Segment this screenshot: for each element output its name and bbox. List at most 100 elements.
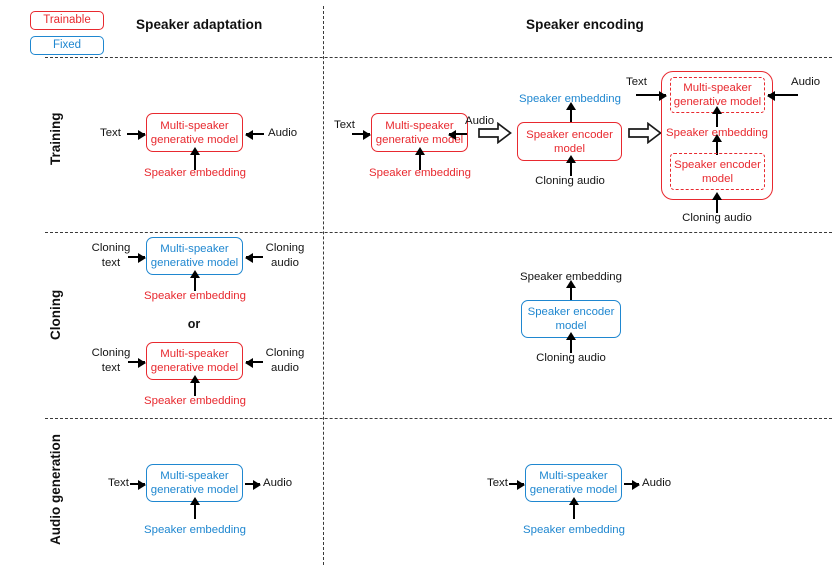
arrow-cloning-audio-to-model-adapt-cloning-a	[245, 253, 263, 264]
arrow-encoder-to-embedding-enc-training-s2	[566, 102, 577, 123]
label-line-2: text	[101, 361, 121, 374]
label-speaker-embedding-enc-cloning: Speaker embedding	[520, 271, 622, 283]
row-title-cloning: Cloning	[48, 289, 63, 340]
box-line-1: Multi-speaker	[160, 119, 229, 132]
arrow-embedding-to-model-adapt-cloning-b	[190, 375, 201, 396]
box-line-2: generative model	[150, 484, 239, 496]
block-arrow-stage1-to-stage2	[478, 122, 512, 144]
box-line-1: Speaker encoder	[674, 158, 761, 171]
box-line-2: generative model	[529, 484, 618, 496]
box-multi-speaker-generative-model-adapt-training[interactable]: Multi-speaker generative model	[146, 113, 243, 152]
label-line-2: text	[101, 256, 121, 269]
arrow-text-to-combined-enc-training-s3	[636, 91, 667, 102]
box-line-1: Speaker encoder	[526, 128, 613, 141]
box-multi-speaker-generative-model-enc-training-s1[interactable]: Multi-speaker generative model	[371, 113, 468, 152]
divider-training-cloning	[45, 232, 832, 233]
label-audio-enc-training-s1: Audio	[465, 115, 495, 127]
row-title-training: Training	[48, 112, 63, 165]
arrow-embedding-to-model-enc-training-s1	[415, 147, 426, 170]
box-line-2: generative model	[150, 362, 239, 374]
arrow-embedding-to-generative-enc-training-s3	[712, 106, 723, 127]
label-cloning-text-adapt-cloning-a: Cloning text	[92, 241, 131, 270]
label-text-enc-training-s3: Text	[626, 76, 647, 88]
box-speaker-encoder-model-enc-training-s3[interactable]: Speaker encoder model	[670, 153, 765, 190]
label-cloning-audio-enc-training-s3: Cloning audio	[682, 212, 752, 224]
label-speaker-embedding-adapt-cloning-a: Speaker embedding	[144, 290, 246, 302]
label-speaker-embedding-adapt-training: Speaker embedding	[144, 167, 246, 179]
arrow-audio-to-model-enc-training-s1	[448, 130, 467, 141]
box-line-1: Multi-speaker	[160, 243, 229, 255]
column-title-speaker-adaptation: Speaker adaptation	[136, 17, 263, 32]
label-cloning-audio-adapt-cloning-a: Cloning audio	[266, 241, 305, 270]
block-arrow-stage2-to-stage3	[628, 122, 662, 144]
arrow-cloning-audio-to-model-adapt-cloning-b	[245, 358, 263, 369]
label-text-enc-generation: Text	[487, 477, 508, 489]
box-multi-speaker-generative-model-adapt-generation[interactable]: Multi-speaker generative model	[146, 464, 243, 502]
arrow-audio-to-combined-enc-training-s3	[767, 91, 798, 102]
arrow-embedding-to-model-adapt-generation	[190, 497, 201, 519]
label-audio-enc-generation: Audio	[642, 477, 672, 489]
label-cloning-audio-enc-cloning: Cloning audio	[536, 352, 606, 364]
label-speaker-embedding-enc-training-s3: Speaker embedding	[666, 127, 768, 139]
label-line-1: Cloning	[265, 347, 305, 359]
label-or-separator: or	[187, 317, 201, 331]
box-multi-speaker-generative-model-adapt-cloning-b[interactable]: Multi-speaker generative model	[146, 342, 243, 380]
box-line-2: generative model	[375, 133, 464, 146]
box-line-2: model	[701, 172, 733, 185]
arrow-cloning-audio-to-combined-enc-training-s3	[712, 192, 723, 213]
label-line-2: audio	[271, 361, 299, 374]
label-audio-enc-training-s3: Audio	[791, 76, 821, 88]
divider-columns	[323, 6, 324, 565]
box-line-1: Multi-speaker	[160, 348, 229, 360]
label-speaker-embedding-adapt-generation: Speaker embedding	[144, 524, 246, 536]
label-line-1: Cloning	[91, 242, 131, 254]
label-speaker-embedding-enc-generation: Speaker embedding	[523, 524, 625, 536]
label-cloning-audio-enc-training-s2: Cloning audio	[535, 175, 605, 187]
column-title-speaker-encoding: Speaker encoding	[526, 17, 644, 32]
arrow-cloning-audio-to-encoder-enc-training-s2	[566, 155, 577, 176]
label-cloning-text-adapt-cloning-b: Cloning text	[92, 346, 131, 375]
box-line-1: Multi-speaker	[539, 470, 608, 482]
legend-trainable: Trainable	[30, 11, 104, 30]
arrow-model-to-audio-adapt-generation	[245, 480, 261, 491]
label-audio-adapt-generation: Audio	[263, 477, 293, 489]
arrow-embedding-to-model-adapt-training	[190, 147, 201, 170]
box-multi-speaker-generative-model-enc-training-s3[interactable]: Multi-speaker generative model	[670, 77, 765, 113]
box-multi-speaker-generative-model-enc-generation[interactable]: Multi-speaker generative model	[525, 464, 622, 502]
arrow-embedding-to-model-adapt-cloning-a	[190, 270, 201, 291]
arrow-embedding-to-model-enc-generation	[569, 497, 580, 519]
box-line-2: model	[553, 142, 585, 155]
arrow-cloning-text-to-model-adapt-cloning-b	[128, 358, 146, 369]
row-title-audio-generation: Audio generation	[48, 434, 63, 545]
label-text-adapt-training: Text	[100, 127, 121, 139]
arrow-encoder-to-embedding-enc-cloning	[566, 280, 577, 301]
label-speaker-embedding-enc-training-s1-text: Speaker embedding	[369, 167, 471, 179]
label-text-enc-training-s1: Text	[334, 119, 355, 131]
arrow-model-to-audio-enc-generation	[624, 480, 640, 491]
label-line-1: Cloning	[265, 242, 305, 254]
divider-header	[45, 57, 832, 58]
arrow-cloning-audio-to-encoder-enc-cloning	[566, 332, 577, 353]
box-line-2: generative model	[150, 133, 239, 146]
arrow-text-to-model-enc-generation	[509, 480, 525, 491]
box-line-1: Multi-speaker	[160, 470, 229, 482]
box-speaker-encoder-model-enc-cloning[interactable]: Speaker encoder model	[521, 300, 621, 338]
box-line-2: generative model	[150, 257, 239, 269]
box-line-1: Multi-speaker	[385, 119, 454, 132]
label-line-2: audio	[271, 256, 299, 269]
arrow-encoder-to-embedding-enc-training-s3	[712, 134, 723, 155]
label-text-adapt-generation: Text	[108, 477, 129, 489]
box-multi-speaker-generative-model-adapt-cloning-a[interactable]: Multi-speaker generative model	[146, 237, 243, 275]
arrow-text-to-model-enc-training-s1	[352, 130, 371, 141]
label-cloning-audio-adapt-cloning-b: Cloning audio	[266, 346, 305, 375]
label-speaker-embedding-enc-training-s2: Speaker embedding	[519, 93, 621, 105]
label-audio-adapt-training: Audio	[268, 127, 298, 139]
label-line-1: Cloning	[91, 347, 131, 359]
arrow-cloning-text-to-model-adapt-cloning-a	[128, 253, 146, 264]
label-speaker-embedding-adapt-cloning-b: Speaker embedding	[144, 395, 246, 407]
box-line-1: Multi-speaker	[683, 82, 752, 94]
box-line-2: generative model	[673, 96, 762, 108]
legend-fixed: Fixed	[30, 36, 104, 55]
box-line-2: model	[555, 320, 587, 332]
